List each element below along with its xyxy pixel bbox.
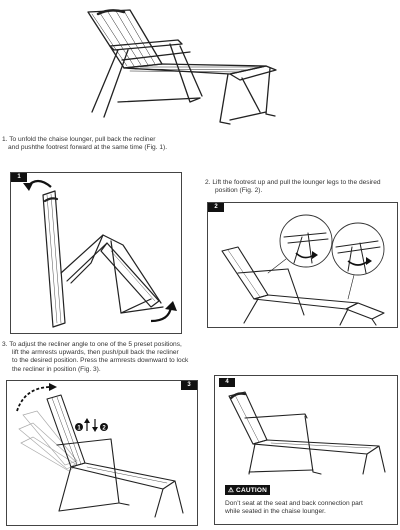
figure-3-illustration: 1 2 xyxy=(16,383,184,518)
step-3-line-d: the recliner in position (Fig. 3). xyxy=(12,365,101,373)
caution-label-bar: ⚠ CAUTION xyxy=(225,485,271,495)
step-3-instruction: 3. To adjust the recliner angle to one o… xyxy=(2,341,207,374)
figure-1-illustration xyxy=(23,179,177,328)
step-2-line-a: 2. Lift the footrest up and pull the lou… xyxy=(205,179,381,186)
figure-4: 4 ⚠ CAUTION Don’t seat at the seat and b… xyxy=(214,375,398,525)
step-3-line-b: lift the armrests upwards, then push/pul… xyxy=(12,349,179,357)
step-3-line-a: 3. To adjust the recliner angle to one o… xyxy=(2,341,182,348)
caution-box: ⚠ CAUTION Don’t seat at the seat and bac… xyxy=(225,479,395,516)
step-1-instruction: 1. To unfold the chaise lounger, pull ba… xyxy=(2,136,202,152)
figure-2-illustration xyxy=(221,214,385,326)
step-2-instruction: 2. Lift the footrest up and pull the lou… xyxy=(205,179,400,195)
figure-2-badge: 2 xyxy=(208,203,224,212)
figure-3: 3 1 2 xyxy=(6,380,198,526)
step-1-line-b: and pushthe footrest forward at the same… xyxy=(8,144,168,152)
marker-one: 1 xyxy=(77,425,81,431)
marker-two-circle xyxy=(100,423,108,431)
caution-line-b: while seated in the chaise lounger. xyxy=(225,508,326,516)
figure-4-illustration xyxy=(228,391,386,475)
lounger-hero-illustration xyxy=(87,9,277,125)
marker-one-circle xyxy=(75,423,83,431)
figure-2: 2 xyxy=(207,202,398,328)
figure-3-badge: 3 xyxy=(181,381,197,390)
caution-text: Don’t seat at the seat and back connecti… xyxy=(225,500,395,516)
step-1-line-a: 1. To unfold the chaise lounger, pull ba… xyxy=(2,136,156,143)
marker-two: 2 xyxy=(102,425,106,431)
figure-1-badge: 1 xyxy=(11,173,27,182)
caution-line-a: Don’t seat at the seat and back connecti… xyxy=(225,500,363,507)
step-2-line-b: position (Fig. 2). xyxy=(215,187,263,195)
figure-1: 1 xyxy=(10,172,182,334)
figure-4-badge: 4 xyxy=(219,378,235,387)
step-3-line-c: to the desired position. Press the armre… xyxy=(12,357,189,365)
caution-label: CAUTION xyxy=(236,487,268,494)
warning-icon: ⚠ xyxy=(228,487,235,494)
